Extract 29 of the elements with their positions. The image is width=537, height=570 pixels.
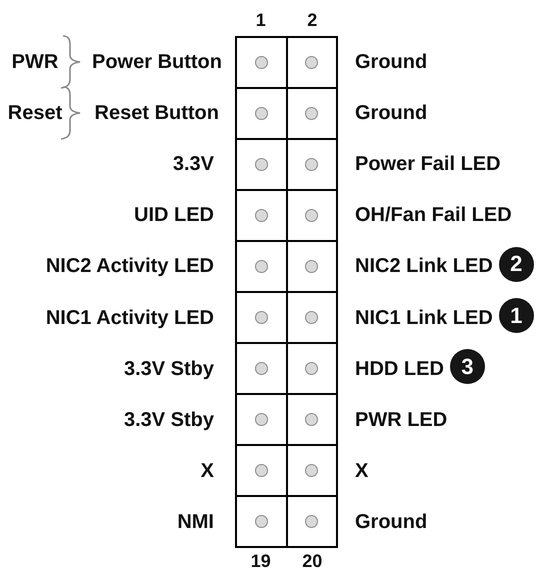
pin-number: 19 [250,552,272,570]
pin-label: NIC1 Link LED [355,306,493,330]
pin-label: 3.3V [172,152,214,176]
pin-number: 20 [301,552,324,570]
callout-number: 3 [450,349,485,384]
pin-label: NMI [177,510,214,534]
signal-group-label: PWR [10,50,60,74]
pin-label: Reset Button [94,100,219,125]
pin-label: NIC1 Activity LED [46,306,214,330]
pin-label: 3.3V Stby [124,408,214,432]
pin-number: 2 [306,11,318,29]
pin-label: Ground [355,100,428,125]
pin-label: Power Fail LED [355,152,501,176]
pin-label: Power Button [92,50,222,74]
pin-label: Ground [355,510,428,534]
pin-label: X [355,459,368,484]
pin-label: HDD LED [355,356,444,381]
callout-number: 1 [498,298,534,334]
pin-label: 3.3V Stby [124,356,214,381]
pin-label: OH/Fan Fail LED [355,203,512,228]
pin-label: NIC2 Link LED [355,254,493,278]
pin-label: PWR LED [355,408,448,432]
signal-group-label: Reset [6,100,64,125]
pin-number: 1 [254,11,267,29]
pin-label: X [200,459,214,484]
pin-label: NIC2 Activity LED [46,254,214,278]
pin-label: Ground [355,50,428,74]
pin-label: UID LED [134,203,214,228]
callout-number: 2 [498,246,534,282]
